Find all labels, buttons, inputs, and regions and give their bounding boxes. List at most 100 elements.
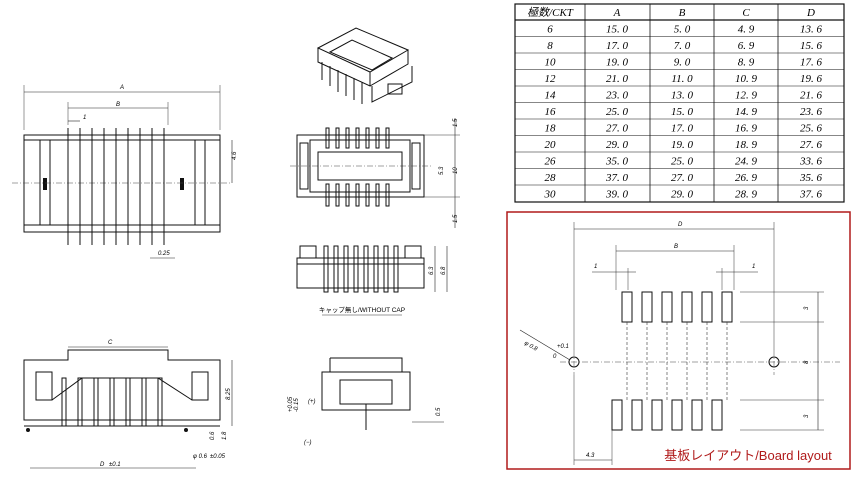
board-h1: 3 (804, 306, 810, 310)
table-value-cell: 9. 0 (674, 57, 691, 69)
table-ckt-cell: 20 (545, 139, 557, 151)
hole-label: φ 0.6 (193, 454, 208, 460)
table-value-cell: 16. 9 (735, 123, 758, 135)
board-layout-frame (506, 211, 851, 470)
table-value-cell: 7. 0 (674, 40, 691, 52)
board-pads-top (621, 291, 733, 323)
side-h2: 5.3 (439, 166, 445, 175)
board-h3: 3 (804, 414, 810, 418)
table-value-cell: 35. 0 (605, 156, 629, 168)
hole-tol: ±0.05 (210, 454, 226, 460)
board-offset: 4.3 (586, 453, 595, 459)
table-header-cell: B (679, 7, 686, 19)
tol-plus: +0.05 (288, 396, 294, 412)
table-header-cell: A (613, 7, 621, 19)
table-value-cell: 18. 9 (735, 139, 758, 151)
table-value-cell: 28. 9 (735, 189, 758, 201)
lead-width-label: 0.25 (158, 251, 170, 257)
without-cap-caption: キャップ無し/WITHOUT CAP (319, 305, 405, 314)
table-value-cell: 13. 6 (800, 24, 823, 36)
table-value-cell: 17. 6 (800, 57, 823, 69)
height-label: 4.6 (232, 151, 238, 160)
table-value-cell: 5. 0 (674, 24, 691, 36)
front-h2: 6.8 (441, 266, 447, 275)
board-dim-b: B (674, 244, 678, 250)
table-value-cell: 21. 0 (606, 73, 629, 85)
table-value-cell: 39. 0 (605, 189, 629, 201)
table-value-cell: 19. 0 (671, 139, 694, 151)
board-layout-caption: 基板レイアウト/Board layout (664, 448, 832, 463)
table-value-cell: 37. 6 (799, 189, 823, 201)
isometric-view (316, 27, 413, 104)
table-ckt-cell: 10 (545, 57, 557, 69)
table-value-cell: 6. 9 (738, 40, 755, 52)
table-value-cell: 19. 0 (606, 57, 629, 69)
side-h1: 1.5 (453, 118, 459, 127)
right-lock-slot (180, 178, 184, 190)
table-value-cell: 37. 0 (605, 172, 629, 184)
middle-top-view: 1.5 5.3 10 1.5 (290, 118, 460, 228)
table-ckt-cell: 16 (545, 106, 557, 118)
table-value-cell: 14. 9 (735, 106, 758, 118)
dim-d-label: D (100, 462, 105, 468)
table-value-cell: 23. 0 (606, 90, 629, 102)
table-value-cell: 17. 0 (606, 40, 629, 52)
board-dim-d: D (678, 222, 683, 228)
table-ckt-cell: 12 (545, 73, 557, 85)
bottom-front-view: C D ±0.1 8.25 0.6 1.8 φ 0.6 ±0.05 (23, 340, 233, 469)
table-value-cell: 12. 9 (735, 90, 758, 102)
table-value-cell: 29. 0 (606, 139, 629, 151)
front-terminals (323, 245, 399, 293)
left-lock-slot (43, 178, 47, 190)
table-value-cell: 25. 6 (800, 123, 823, 135)
minus-sign: (−) (304, 440, 312, 446)
table-ckt-cell: 18 (545, 123, 557, 135)
table-value-cell: 17. 0 (671, 123, 694, 135)
table-ckt-cell: 8 (547, 40, 553, 52)
table-value-cell: 15. 0 (671, 106, 694, 118)
table-value-cell: 27. 0 (671, 172, 694, 184)
board-h2: 8 (804, 360, 810, 364)
front-view: 6.3 6.8 キャップ無し/WITHOUT CAP (296, 245, 448, 316)
board-hole-tol-minus: 0 (553, 354, 557, 360)
bottom-h2: 0.6 (210, 431, 216, 440)
board-pads-bottom (611, 399, 723, 431)
bottom-terminals (61, 377, 163, 427)
board-pad-guides (626, 322, 728, 400)
board-layout: D B 1 1 (506, 211, 851, 470)
table-value-cell: 25. 0 (671, 156, 694, 168)
table-value-cell: 13. 0 (671, 90, 694, 102)
table-value-cell: 4. 9 (738, 24, 755, 36)
board-hole-label: φ 0.8 (523, 341, 539, 353)
side-h4: 1.5 (453, 214, 459, 223)
pitch-label: 1 (83, 115, 86, 121)
dim-a-label: A (119, 85, 124, 91)
table-ckt-cell: 30 (544, 189, 557, 201)
top-view: A B 1 4.6 0.25 (12, 85, 238, 259)
table-value-cell: 24. 9 (735, 156, 758, 168)
section-dim: 0.5 (436, 407, 442, 416)
table-value-cell: 27. 6 (800, 139, 823, 151)
board-pitch-left: 1 (594, 264, 597, 270)
table-value-cell: 8. 9 (738, 57, 755, 69)
table-value-cell: 11. 0 (671, 73, 693, 85)
table-header-cell: 極数/CKT (527, 6, 574, 19)
table-header-cell: C (742, 7, 750, 19)
dim-d-tol: ±0.1 (109, 462, 121, 468)
table-value-cell: 29. 0 (671, 189, 694, 201)
top-view-terminals (67, 128, 165, 245)
board-pitch-right: 1 (752, 264, 755, 270)
tol-minus: -0.15 (294, 398, 300, 412)
table-value-cell: 15. 0 (606, 24, 629, 36)
table-value-cell: 21. 6 (800, 90, 823, 102)
board-hole-tol-plus: +0.1 (557, 344, 569, 350)
table-value-cell: 19. 6 (800, 73, 823, 85)
bottom-h1: 8.25 (226, 388, 232, 400)
table-value-cell: 23. 6 (800, 106, 823, 118)
table-ckt-cell: 14 (545, 90, 557, 102)
